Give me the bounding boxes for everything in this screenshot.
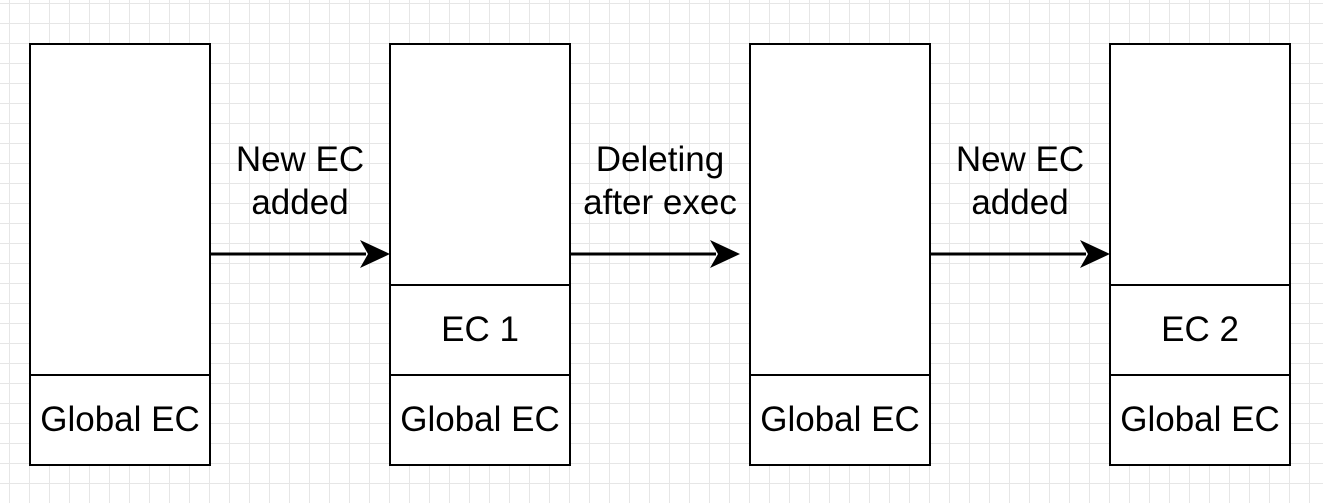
arrow-3 bbox=[931, 240, 1110, 268]
ec-2-frame: EC 2 bbox=[1111, 284, 1289, 374]
transition-label-line-2: added bbox=[251, 183, 349, 222]
arrow-1 bbox=[211, 240, 390, 268]
transition-label-line-2: added bbox=[971, 183, 1069, 222]
call-stack-1: Global EC bbox=[29, 43, 211, 466]
frame-label: EC 1 bbox=[441, 310, 519, 349]
transition-label-line-2: after exec bbox=[583, 183, 737, 222]
frame-label: Global EC bbox=[40, 400, 200, 439]
frame-label: Global EC bbox=[760, 400, 920, 439]
global-ec-frame: Global EC bbox=[391, 374, 569, 464]
call-stack-4: EC 2 Global EC bbox=[1109, 43, 1291, 466]
transition-label-line-1: New EC bbox=[955, 140, 1085, 179]
ec-1-frame: EC 1 bbox=[391, 284, 569, 374]
transition-label-3: New EC added bbox=[930, 138, 1110, 224]
global-ec-frame: Global EC bbox=[31, 374, 209, 464]
transition-label-2: Deleting after exec bbox=[570, 138, 750, 224]
global-ec-frame: Global EC bbox=[751, 374, 929, 464]
frame-label: Global EC bbox=[1120, 400, 1280, 439]
frame-label: EC 2 bbox=[1161, 310, 1239, 349]
transition-label-line-1: New EC bbox=[235, 140, 365, 179]
frame-label: Global EC bbox=[400, 400, 560, 439]
call-stack-2: EC 1 Global EC bbox=[389, 43, 571, 466]
arrow-2 bbox=[571, 240, 740, 268]
transition-label-1: New EC added bbox=[210, 138, 390, 224]
transition-label-line-1: Deleting bbox=[595, 140, 725, 179]
call-stack-3: Global EC bbox=[749, 43, 931, 466]
global-ec-frame: Global EC bbox=[1111, 374, 1289, 464]
